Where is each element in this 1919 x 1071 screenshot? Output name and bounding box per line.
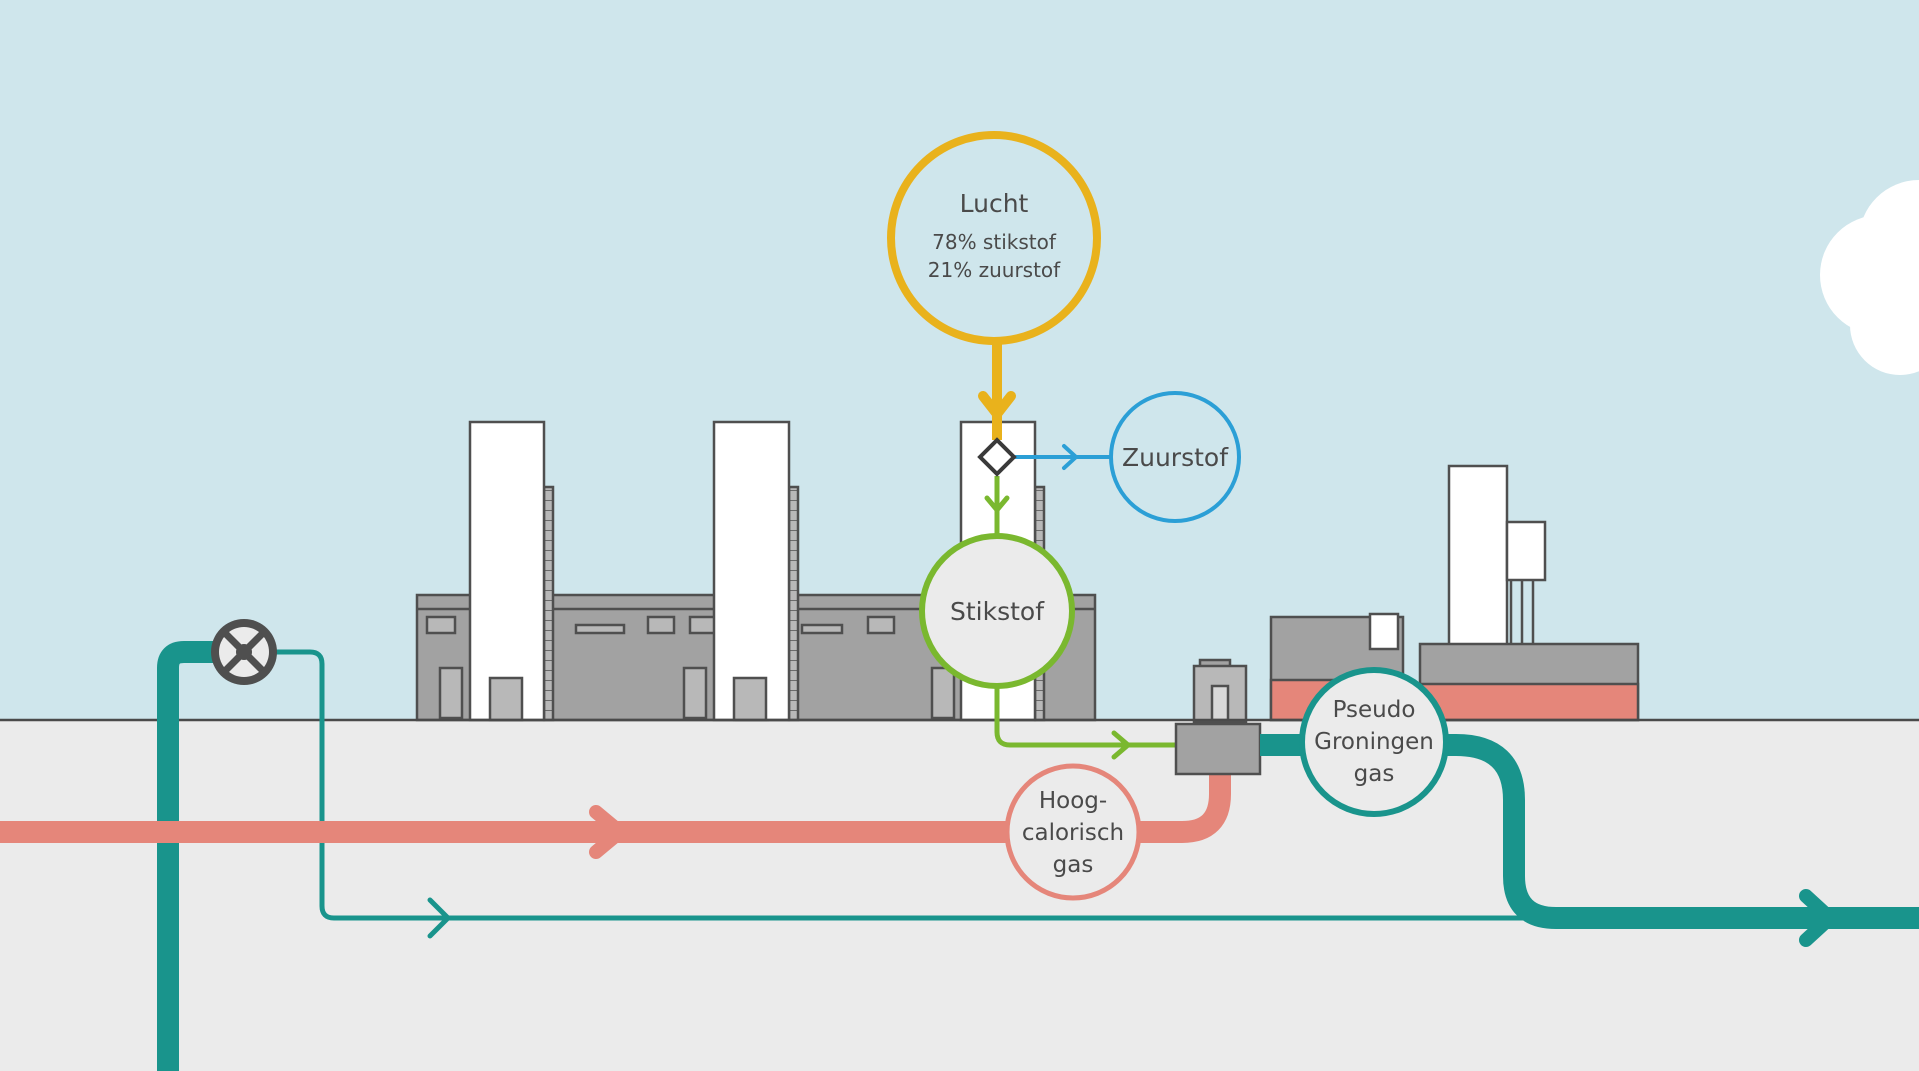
nitrogen-pipe-arrow bbox=[1111, 730, 1132, 760]
teal-gas-main-pipe bbox=[157, 641, 244, 1071]
teal-bypass-pipe bbox=[244, 649, 1530, 921]
mixing-station bbox=[1192, 658, 1248, 724]
nitrogen-pipe bbox=[994, 668, 1176, 748]
zuurstof-label: Zuurstof bbox=[1122, 443, 1229, 472]
separation-column-1 bbox=[468, 420, 555, 722]
oxygen-flow-arrow bbox=[1062, 444, 1079, 470]
mixer-box bbox=[1174, 722, 1262, 776]
nitrogen-flow-arrow bbox=[984, 495, 1010, 514]
hoogcalorisch-line2: calorisch bbox=[1022, 820, 1124, 846]
pseudo-gas-output-pipe bbox=[1260, 734, 1919, 929]
splitter-diamond bbox=[977, 437, 1017, 477]
node-stikstof: Stikstof bbox=[919, 533, 1075, 689]
hoogcalorisch-line3: gas bbox=[1053, 852, 1094, 878]
separation-column-2 bbox=[712, 420, 800, 722]
air-flow-arrow bbox=[978, 391, 1016, 419]
node-zuurstof: Zuurstof bbox=[1109, 391, 1241, 523]
pseudo-line3: gas bbox=[1354, 761, 1395, 787]
cloud bbox=[1820, 180, 1919, 375]
valve-icon bbox=[211, 619, 277, 685]
node-pseudo-groningen-gas: Pseudo Groningen gas bbox=[1299, 667, 1449, 817]
high-calorific-gas-pipe bbox=[0, 745, 1231, 843]
lucht-line1: 78% stikstof bbox=[932, 230, 1057, 254]
pseudo-line1: Pseudo bbox=[1333, 697, 1416, 723]
hoogcalorisch-line1: Hoog- bbox=[1039, 788, 1107, 814]
high-calorific-arrow bbox=[589, 805, 631, 859]
output-arrow bbox=[1799, 889, 1841, 947]
lucht-title: Lucht bbox=[960, 189, 1029, 218]
node-hoogcalorisch-gas: Hoog- calorisch gas bbox=[1004, 763, 1142, 901]
gas-plant-right bbox=[1269, 464, 1640, 722]
pseudo-line2: Groningen bbox=[1314, 729, 1434, 755]
node-lucht: Lucht 78% stikstof 21% zuurstof bbox=[887, 131, 1101, 345]
bypass-arrow bbox=[427, 897, 452, 939]
ground bbox=[0, 719, 1919, 1071]
lucht-line2: 21% zuurstof bbox=[928, 258, 1061, 282]
stikstof-label: Stikstof bbox=[950, 597, 1045, 626]
